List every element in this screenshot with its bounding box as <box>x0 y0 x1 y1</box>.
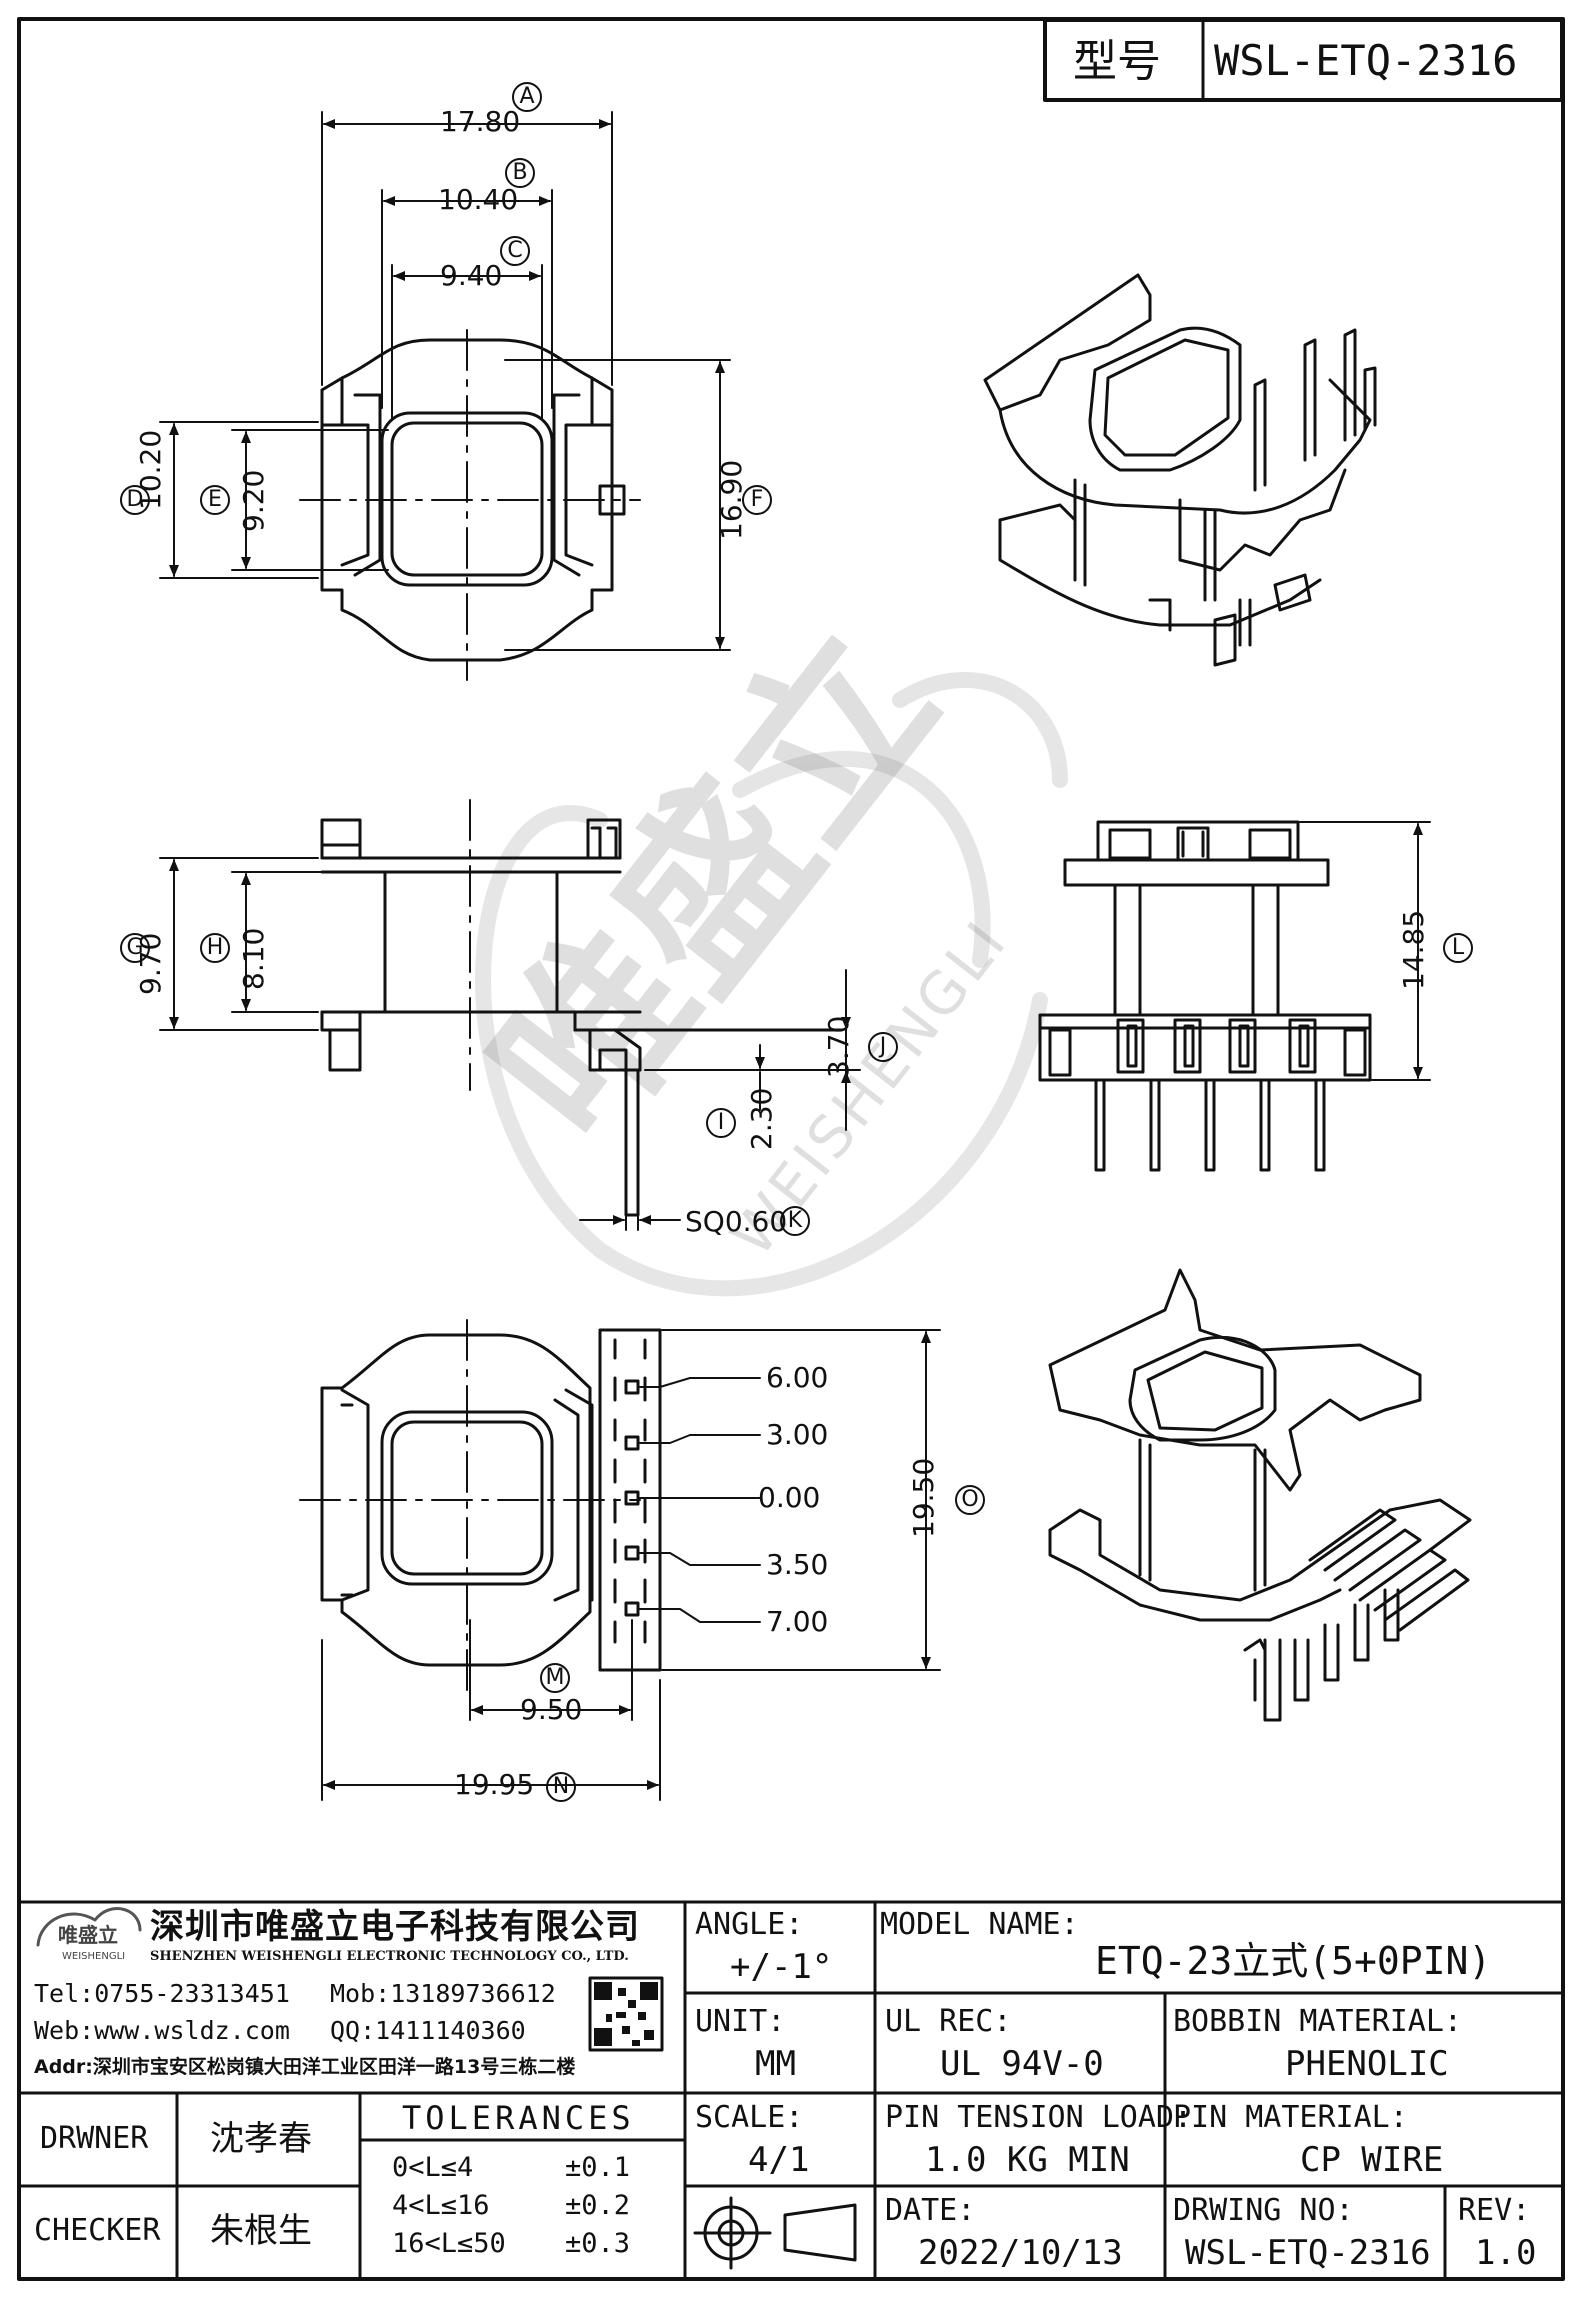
dim-m-value: 9.50 <box>520 1693 583 1726</box>
tolerances-label: TOLERANCES <box>402 2099 635 2137</box>
dim-c-letter: C <box>500 236 530 266</box>
company-name-en: SHENZHEN WEISHENGLI ELECTRONIC TECHNOLOG… <box>150 1949 629 1964</box>
tolerance-range-2: 4<L≤16 <box>392 2190 490 2221</box>
pin-position-1: 6.00 <box>766 1361 829 1394</box>
pin-tension-value: 1.0 KG MIN <box>925 2140 1130 2180</box>
dim-e-letter: E <box>200 485 230 515</box>
pin-material-label: PIN MATERIAL: <box>1173 2100 1408 2135</box>
dim-a-value: 17.80 <box>440 105 521 138</box>
side-view-dimensions <box>159 857 861 1231</box>
top-view-centerlines <box>299 329 641 681</box>
company-mob: Mob:13189736612 <box>330 1979 556 2008</box>
tolerance-value-1: ±0.1 <box>565 2152 631 2183</box>
company-logo-text: 唯盛立 <box>58 1923 118 1947</box>
dim-b-letter: B <box>505 158 535 188</box>
pin-position-5: 7.00 <box>766 1605 829 1638</box>
projection-symbol <box>693 2196 857 2270</box>
dim-f-letter: F <box>742 485 772 515</box>
drawing-no-label: DRWING NO: <box>1173 2193 1354 2228</box>
model-name-value: ETQ-23立式(5+0PIN) <box>1095 1939 1492 1983</box>
tolerance-range-3: 16<L≤50 <box>392 2228 506 2259</box>
bobbin-material-label: BOBBIN MATERIAL: <box>1173 2004 1462 2039</box>
isometric-view-bottom <box>1048 1268 1472 1722</box>
dim-i-letter: I <box>706 1108 736 1138</box>
dim-k-letter: K <box>780 1206 810 1236</box>
company-logo-sub: WEISHENGLI <box>62 1951 126 1962</box>
rev-value: 1.0 <box>1475 2233 1537 2273</box>
front-view-dimension <box>1299 821 1431 1081</box>
company-logo <box>36 1907 142 1947</box>
tolerance-value-2: ±0.2 <box>565 2190 631 2221</box>
model-number-top: WSL-ETQ-2316 <box>1214 36 1518 85</box>
drawer-value: 沈孝春 <box>210 2119 312 2159</box>
checker-value: 朱根生 <box>210 2211 312 2251</box>
checker-label: CHECKER <box>34 2213 161 2248</box>
company-qq: QQ:1411140360 <box>330 2016 526 2045</box>
bottom-view-dimensions <box>321 1329 941 1801</box>
dim-d-letter: D <box>120 485 150 515</box>
top-view-dimensions <box>159 111 731 651</box>
pin-tension-label: PIN TENSION LOAD: <box>885 2100 1193 2135</box>
bottom-view-centerlines <box>299 1319 641 1691</box>
dim-a-letter: A <box>512 82 542 112</box>
ul-rec-value: UL 94V-0 <box>940 2044 1104 2084</box>
dim-l-letter: L <box>1443 933 1473 963</box>
title-block-grid <box>17 18 1565 2281</box>
pin-position-4: 3.50 <box>766 1548 829 1581</box>
bobbin-material-value: PHENOLIC <box>1285 2044 1449 2084</box>
scale-value: 4/1 <box>748 2140 810 2180</box>
top-view <box>320 338 626 662</box>
dim-h-value: 8.10 <box>237 927 270 990</box>
rev-label: REV: <box>1458 2193 1531 2228</box>
front-view <box>1038 820 1372 1172</box>
dim-n-letter: N <box>546 1772 576 1802</box>
qr-code <box>588 1976 664 2052</box>
unit-value: MM <box>755 2044 796 2084</box>
dim-h-letter: H <box>200 933 230 963</box>
company-name-cn: 深圳市唯盛立电子科技有限公司 <box>150 1907 640 1947</box>
angle-label: ANGLE: <box>695 1907 804 1942</box>
drawer-label: DRWNER <box>40 2121 149 2156</box>
pin-position-3: 0.00 <box>758 1481 821 1514</box>
unit-label: UNIT: <box>695 2004 786 2039</box>
company-web: Web:www.wsldz.com <box>34 2016 290 2045</box>
isometric-view-top <box>983 273 1377 667</box>
bottom-view-leaders <box>637 1377 761 1623</box>
company-address: Addr:深圳市宝安区松岗镇大田洋工业区田洋一路13号三栋二楼 <box>34 2056 576 2078</box>
ul-rec-label: UL REC: <box>885 2004 1012 2039</box>
dim-j-letter: J <box>868 1032 898 1062</box>
dim-b-value: 10.40 <box>438 183 519 216</box>
tolerance-range-1: 0<L≤4 <box>392 2152 474 2183</box>
dim-i-value: 2.30 <box>745 1087 778 1150</box>
dim-j-value: 3.70 <box>822 1015 855 1078</box>
type-label: 型号 <box>1073 36 1161 87</box>
model-name-label: MODEL NAME: <box>880 1907 1079 1942</box>
company-tel: Tel:0755-23313451 <box>34 1979 290 2008</box>
dim-e-value: 9.20 <box>237 469 270 532</box>
pin-material-value: CP WIRE <box>1300 2140 1444 2180</box>
scale-label: SCALE: <box>695 2100 804 2135</box>
dim-o-letter: O <box>955 1485 985 1515</box>
front-view-pins <box>1094 1078 1326 1172</box>
date-label: DATE: <box>885 2193 976 2228</box>
tolerance-value-3: ±0.3 <box>565 2228 631 2259</box>
angle-value: +/-1° <box>730 1947 833 1987</box>
dim-o-value: 19.50 <box>907 1457 940 1538</box>
dim-c-value: 9.40 <box>440 259 503 292</box>
dim-m-letter: M <box>540 1663 570 1693</box>
pin-position-2: 3.00 <box>766 1418 829 1451</box>
dim-n-value: 19.95 <box>454 1768 535 1801</box>
bottom-view-slots <box>613 1338 647 1644</box>
dim-l-value: 14.85 <box>1397 909 1430 990</box>
watermark <box>475 672 1068 1297</box>
sheet-border <box>17 17 1565 2281</box>
date-value: 2022/10/13 <box>918 2233 1123 2273</box>
front-view-pin-slots <box>1116 1018 1317 1074</box>
dim-g-letter: G <box>120 933 150 963</box>
bottom-view-pins <box>624 1379 640 1617</box>
dim-k-value: SQ0.60 <box>685 1205 788 1238</box>
drawing-no-value: WSL-ETQ-2316 <box>1185 2233 1431 2273</box>
